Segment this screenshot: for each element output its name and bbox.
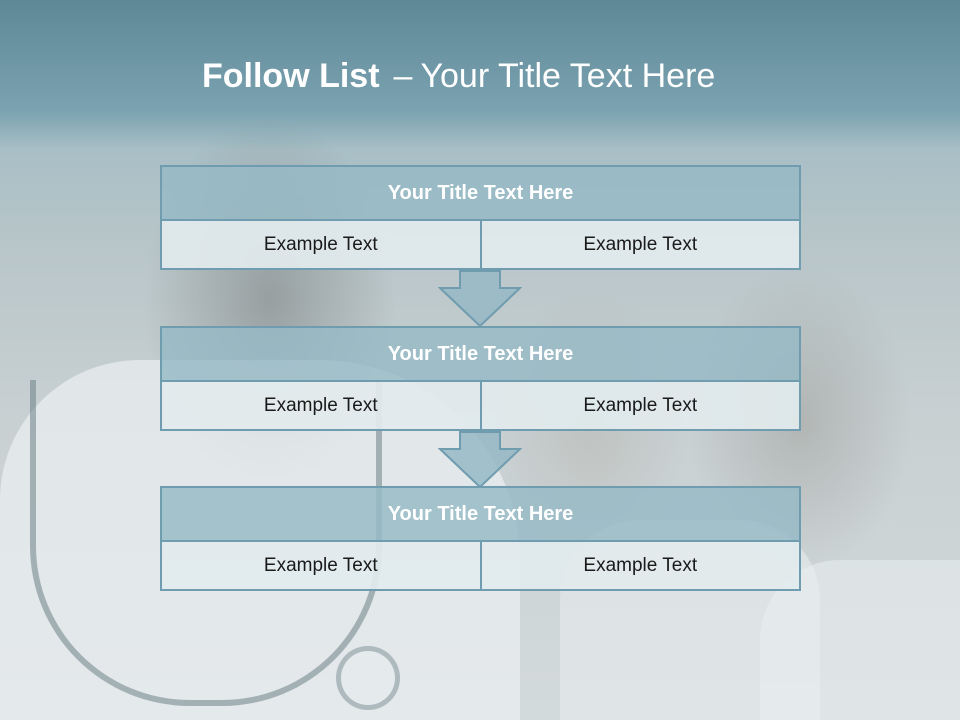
step-block-cell-right: Example Text [481,542,801,591]
step-block-title: Your Title Text Here [160,165,801,221]
step-block-title: Your Title Text Here [160,486,801,542]
step-block-row: Example Text Example Text [160,542,801,591]
slide-title-rest: Your Title Text Here [420,57,716,95]
down-arrow-icon [438,270,522,328]
slide-title-bold: Follow List [202,57,380,95]
step-block-3: Your Title Text Here Example Text Exampl… [160,486,801,591]
step-block-title: Your Title Text Here [160,326,801,382]
step-block-row: Example Text Example Text [160,382,801,431]
step-block-cell-right: Example Text [481,221,801,270]
slide-title-dash: – [393,57,413,95]
slide-title: Follow List–Your Title Text Here [202,54,715,98]
step-block-cell-left: Example Text [160,221,482,270]
step-block-row: Example Text Example Text [160,221,801,270]
step-block-2: Your Title Text Here Example Text Exampl… [160,326,801,431]
step-block-1: Your Title Text Here Example Text Exampl… [160,165,801,270]
step-block-cell-left: Example Text [160,382,482,431]
stethoscope-chestpiece [336,646,400,710]
step-block-cell-left: Example Text [160,542,482,591]
down-arrow-icon [438,431,522,489]
step-block-cell-right: Example Text [481,382,801,431]
